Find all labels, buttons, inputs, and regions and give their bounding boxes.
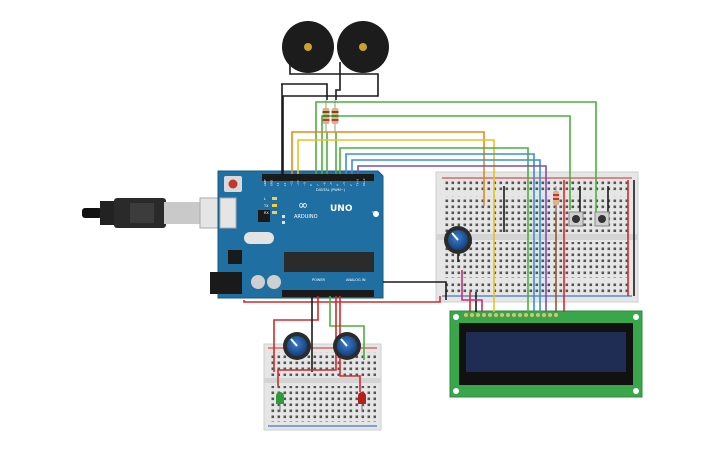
board-led (272, 197, 277, 200)
board-led-label: RX (264, 211, 269, 215)
pin-label: ~6 (322, 182, 326, 186)
potentiometer-2[interactable] (333, 332, 361, 360)
board-led-label: TX (263, 204, 269, 208)
buzzer-center (359, 43, 367, 51)
buzzer-center (304, 43, 312, 51)
led-green[interactable] (276, 392, 284, 412)
piezo-buzzer-1[interactable] (282, 21, 334, 73)
potentiometer-contrast[interactable] (444, 226, 472, 254)
board-model: UNO (330, 204, 353, 214)
pin-label: AREF (263, 179, 267, 186)
pin-label: 12 (283, 182, 287, 186)
lcd-pin (512, 313, 516, 317)
arduino-logo-icon: ∞ (298, 198, 308, 212)
pin-label: ~3 (342, 182, 346, 186)
lcd-pin (488, 313, 492, 317)
lcd-pin (530, 313, 534, 317)
green-led-icon (276, 392, 284, 404)
lcd-16x2[interactable] (449, 310, 643, 398)
board-led-label: L (264, 197, 266, 201)
usb-cable (82, 197, 235, 229)
pin-label: ~5 (329, 182, 333, 186)
board-led (272, 211, 277, 214)
lcd-pin (554, 313, 558, 317)
lcd-pin (536, 313, 540, 317)
pin-label: 13 (276, 182, 280, 186)
pushbutton-icon (572, 215, 580, 223)
usb-connector (164, 202, 200, 224)
power-jack (210, 272, 242, 294)
pin-label: 2 (349, 184, 353, 186)
board-leds: L TX RX (263, 197, 277, 215)
red-led-icon (358, 392, 366, 404)
pin-label: GND (270, 180, 274, 186)
crystal (244, 232, 274, 244)
arduino-brand: ARDUINO (294, 214, 318, 220)
lcd-pin (506, 313, 510, 317)
wires (243, 62, 635, 392)
power-label: POWER (312, 278, 326, 282)
lcd-pins (464, 313, 558, 317)
pin-label: RX←0 (362, 178, 366, 186)
pushbutton-1[interactable] (568, 211, 584, 227)
lcd-pin (464, 313, 468, 317)
lcd-pin (500, 313, 504, 317)
piezo-buzzer-2[interactable] (337, 21, 389, 73)
arduino-uno-board[interactable]: ∞ ARDUINO UNO DIGITAL (PWM~) POWER ANALO… (210, 170, 384, 299)
lcd-pin (482, 313, 486, 317)
lcd-pin (494, 313, 498, 317)
digital-header (262, 174, 374, 181)
lcd-pin (470, 313, 474, 317)
lcd-pin (476, 313, 480, 317)
pin-label: ~9 (303, 182, 307, 186)
board-led (272, 204, 277, 207)
usb-cable-end (82, 208, 102, 218)
potentiometer-1[interactable] (283, 332, 311, 360)
lcd-pin (548, 313, 552, 317)
atmega-chip (284, 252, 374, 272)
pin-label: ~10 (296, 180, 300, 186)
pin-label: TX→1 (355, 178, 359, 186)
pin-label: 8 (309, 184, 313, 186)
digital-label: DIGITAL (PWM~) (316, 188, 346, 192)
lcd-pin (524, 313, 528, 317)
pin-label: 4 (336, 184, 340, 186)
pin-label: ~11 (289, 180, 293, 186)
lcd-pin (542, 313, 546, 317)
breadboard-resistor (553, 186, 559, 212)
led-red[interactable] (358, 392, 366, 412)
lcd-pin (518, 313, 522, 317)
pin-label: 7 (316, 184, 320, 186)
pushbutton-icon (598, 215, 606, 223)
on-label: ON (372, 210, 377, 214)
resistor-pair[interactable] (322, 100, 339, 132)
lcd-screen (466, 332, 626, 372)
analog-label: ANALOG IN (346, 278, 366, 282)
analog-power-header (282, 290, 374, 297)
pushbutton-2[interactable] (594, 211, 610, 227)
